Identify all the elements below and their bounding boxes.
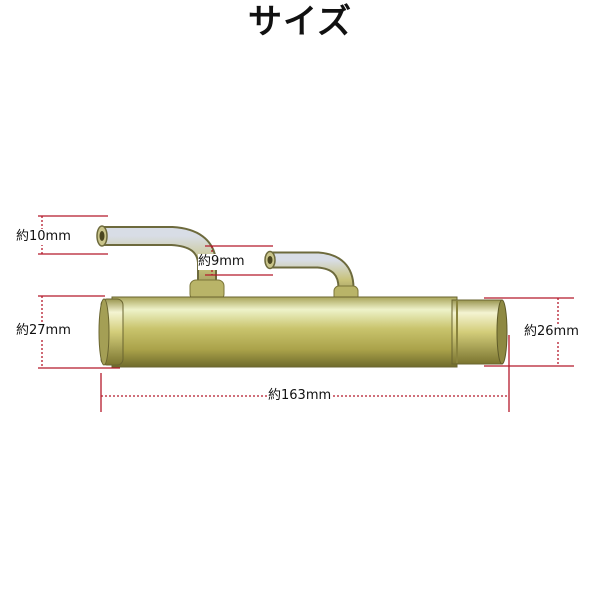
main-pipe-left-dimension-label: 約27mm [16,323,71,339]
small-pipe-left-dimension-label: 約10mm [16,229,71,245]
small-pipe-right-dimension-label: 約9mm [198,254,245,270]
main-pipe [98,296,508,368]
length-dimension-label: 約163mm [268,388,332,404]
main-pipe-right-dimension-label: 約26mm [524,324,579,340]
small-pipe-right [264,250,359,303]
page-title: サイズ [248,2,352,42]
